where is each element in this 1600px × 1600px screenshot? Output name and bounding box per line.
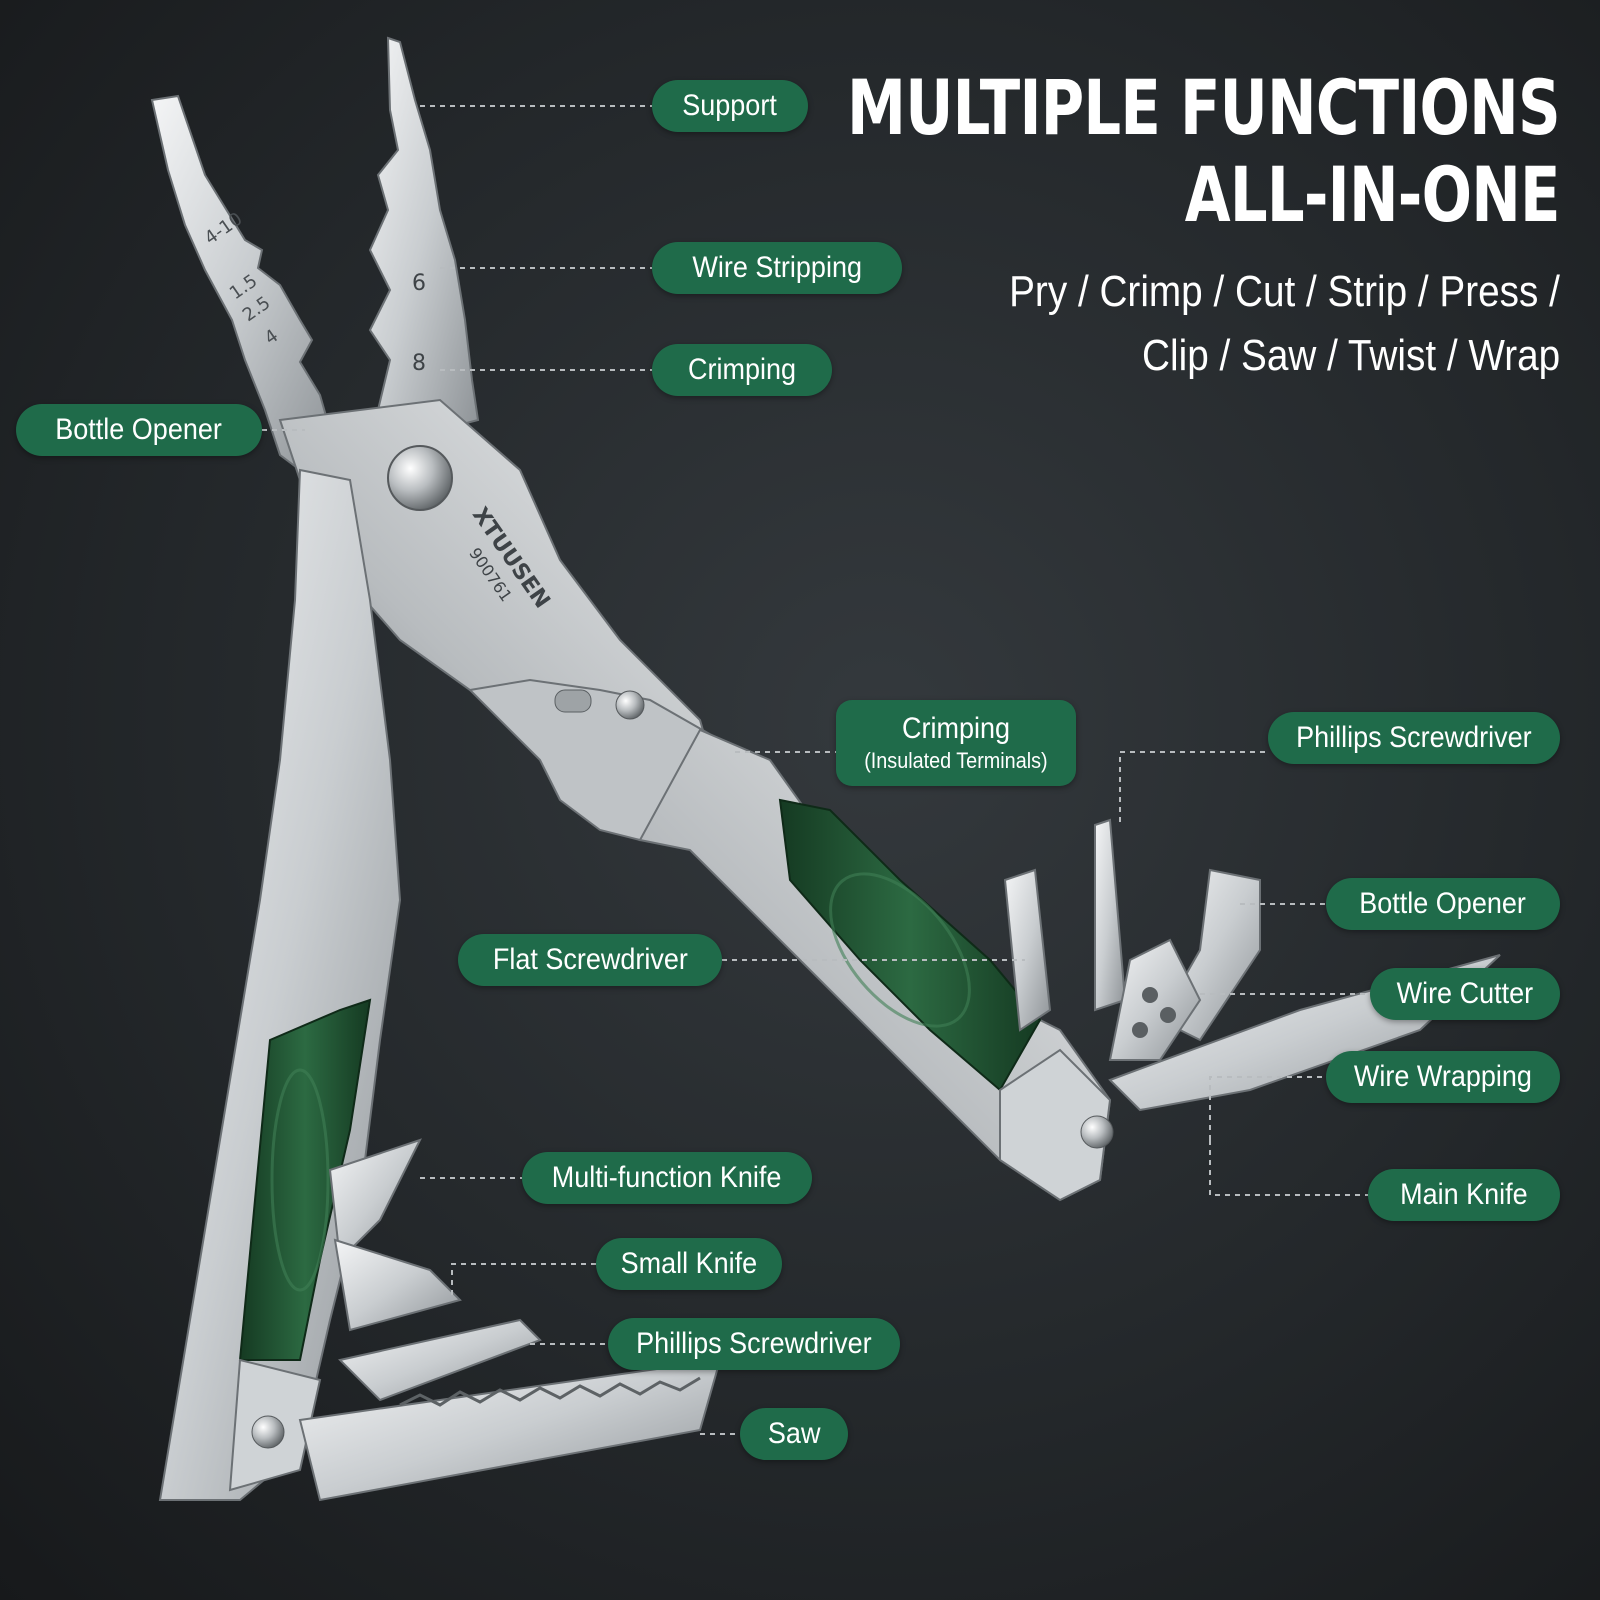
callout-wire-wrapping: Wire Wrapping: [1326, 1051, 1560, 1103]
callout-small-knife: Small Knife: [596, 1238, 782, 1290]
callout-phillips-screwdriver-left: Phillips Screwdriver: [608, 1318, 900, 1370]
headline-line-2: ALL-IN-ONE: [1184, 150, 1561, 239]
subheadline-line-1: Pry / Crimp / Cut / Strip / Press /: [1009, 267, 1560, 316]
headline-line-1: MULTIPLE FUNCTIONS: [847, 63, 1561, 152]
left-tools: [298, 1138, 722, 1502]
crimp-rivet: [615, 690, 645, 720]
callout-wire-cutter: Wire Cutter: [1370, 968, 1560, 1020]
jaw-left: 4-10 1.5 2.5 4: [150, 94, 332, 472]
jaw-marking: 6: [412, 271, 426, 296]
callout-phillips-screwdriver-right: Phillips Screwdriver: [1268, 712, 1560, 764]
jaw-marking: 8: [412, 351, 426, 376]
subheadline-line-2: Clip / Saw / Twist / Wrap: [1141, 331, 1560, 380]
callout-bottle-opener-left: Bottle Opener: [16, 404, 262, 456]
callout-crimping: Crimping: [652, 344, 832, 396]
callout-wire-stripping: Wire Stripping: [652, 242, 902, 294]
handle-right: [638, 728, 1114, 1202]
handle-left: [158, 468, 402, 1501]
callout-multi-function-knife: Multi-function Knife: [522, 1152, 812, 1204]
jaw-right: 6 8: [368, 36, 480, 431]
callout-support: Support: [652, 80, 808, 132]
callout-saw: Saw: [740, 1408, 848, 1460]
callout-crimping-insulated: Crimping (Insulated Terminals): [836, 700, 1076, 786]
callout-main-knife: Main Knife: [1368, 1169, 1560, 1221]
callout-flat-screwdriver: Flat Screwdriver: [458, 934, 722, 986]
pivot-screw: [387, 445, 453, 511]
crimp-slot: [554, 689, 592, 713]
callout-bottle-opener-right: Bottle Opener: [1326, 878, 1560, 930]
